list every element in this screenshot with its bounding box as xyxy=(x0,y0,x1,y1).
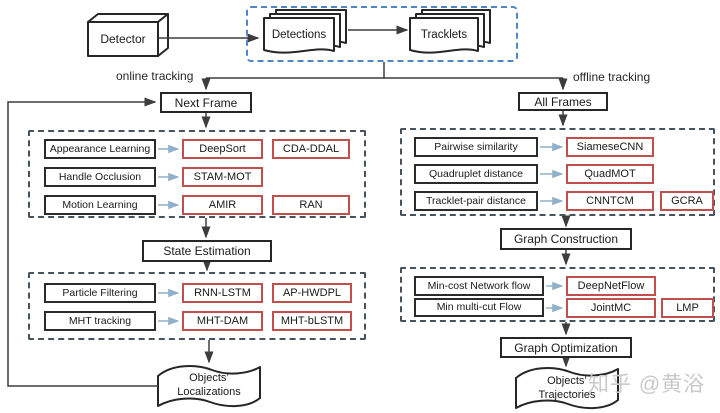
localizations-flag-shape xyxy=(157,365,261,408)
method-cda-ddal: CDA-DDAL xyxy=(272,139,350,159)
online-learning-module xyxy=(28,130,366,218)
method-siamesecnn: SiameseCNN xyxy=(566,137,654,157)
method-lmp: LMP xyxy=(661,298,714,318)
category-handle-occlusion: Handle Occlusion xyxy=(44,167,156,187)
category-mht-tracking: MHT tracking xyxy=(44,311,156,331)
method-mht-blstm: MHT-bLSTM xyxy=(272,311,352,331)
method-amir: AMIR xyxy=(182,195,263,215)
method-ap-hwdpl: AP-HWDPL xyxy=(272,283,352,303)
state-estimation-module xyxy=(28,272,366,340)
localizations-line1: Objects’ xyxy=(189,372,229,384)
detections-node: Detections xyxy=(271,29,327,41)
category-min-multi-cut-flow: Min multi-cut Flow xyxy=(414,298,544,317)
trajectories-output-node: Objects’ Trajectories xyxy=(516,374,618,402)
category-pairwise-similarity: Pairwise similarity xyxy=(414,137,538,157)
tracklets-docstack-shape xyxy=(409,9,491,54)
offline-similarity-module xyxy=(400,128,715,216)
state-estimation-box: State Estimation xyxy=(142,240,272,262)
offline-tracking-label: offline tracking xyxy=(573,70,651,84)
main-flow-arrows xyxy=(7,25,571,387)
graph-optimization-box: Graph Optimization xyxy=(500,337,632,358)
method-rnn-lstm: RNN-LSTM xyxy=(182,283,263,303)
tracklets-node: Tracklets xyxy=(420,29,468,41)
method-ran: RAN xyxy=(272,195,350,215)
method-gcra: GCRA xyxy=(660,191,714,211)
method-deepnetflow: DeepNetFlow xyxy=(566,276,656,296)
zhihu-watermark: 知乎 @黄浴 xyxy=(588,373,706,396)
detector-cuboid-shape xyxy=(87,13,169,57)
detections-tracklets-container xyxy=(246,6,518,62)
online-tracking-label: online tracking xyxy=(116,69,194,83)
trajectories-line2: Trajectories xyxy=(538,389,596,401)
graph-construction-box: Graph Construction xyxy=(500,228,632,250)
all-frames-box: All Frames xyxy=(518,92,608,111)
graph-flow-module xyxy=(400,267,715,322)
method-deepsort: DeepSort xyxy=(182,139,263,159)
method-quadmot: QuadMOT xyxy=(566,164,654,184)
category-min-cost-network-flow: Min-cost Network flow xyxy=(414,276,544,296)
method-cnntcm: CNNTCM xyxy=(566,191,654,211)
trajectories-line1: Objects’ xyxy=(547,375,587,387)
method-mht-dam: MHT-DAM xyxy=(182,311,263,331)
next-frame-box: Next Frame xyxy=(160,92,252,113)
category-method-arrows xyxy=(158,142,564,326)
category-motion-learning: Motion Learning xyxy=(44,195,156,215)
localizations-output-node: Objects’ Localizations xyxy=(158,371,260,399)
category-tracklet-pair-distance: Tracklet-pair distance xyxy=(414,191,538,211)
detector-node: Detector xyxy=(100,32,146,46)
localizations-line2: Localizations xyxy=(177,386,241,398)
trajectories-flag-shape xyxy=(515,367,619,410)
method-stam-mot: STAM-MOT xyxy=(182,167,263,187)
detections-docstack-shape xyxy=(263,9,347,54)
category-appearance-learning: Appearance Learning xyxy=(44,139,156,159)
category-particle-filtering: Particle Filtering xyxy=(44,283,156,303)
category-quadruplet-distance: Quadruplet distance xyxy=(414,164,538,184)
method-jointmc: JointMC xyxy=(566,298,656,318)
